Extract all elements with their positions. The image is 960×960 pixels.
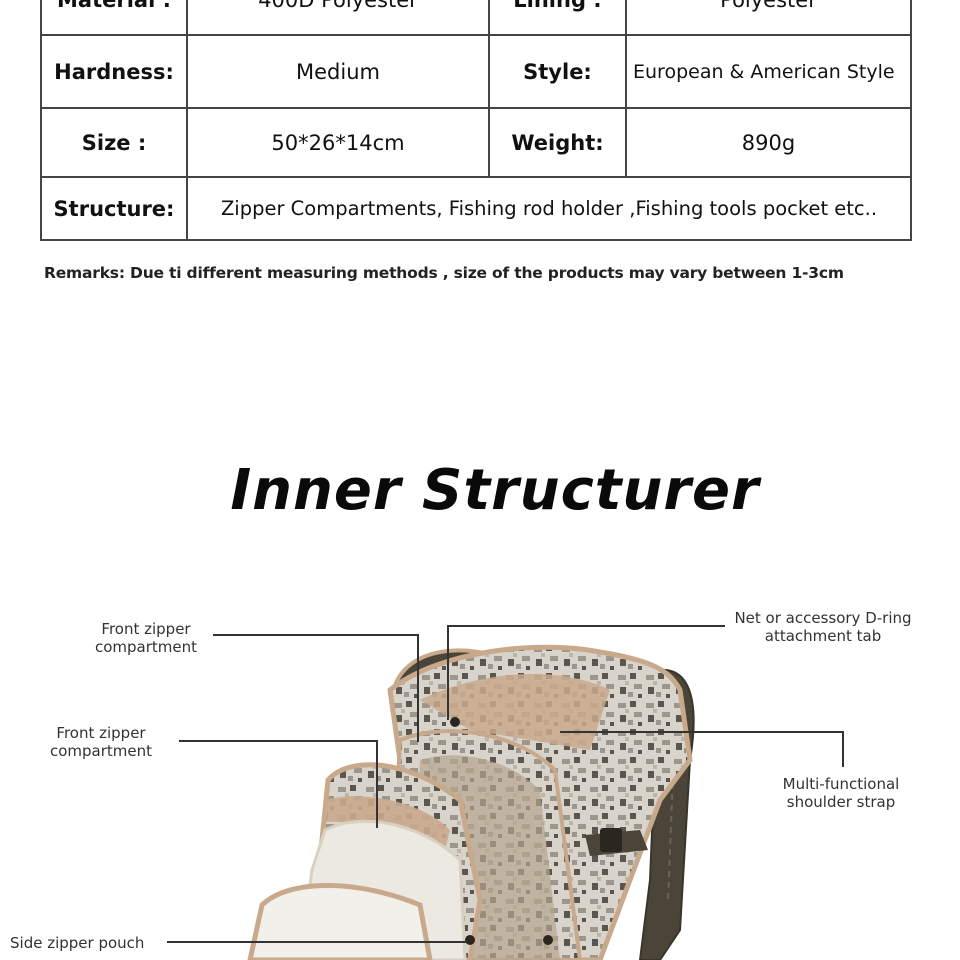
lining-label: Lining : (488, 0, 627, 36)
leader-line (447, 625, 449, 720)
structure-label: Structure: (40, 176, 188, 241)
size-label: Size : (40, 107, 188, 178)
table-row: Structure: Zipper Compartments, Fishing … (40, 176, 912, 241)
leader-line (842, 731, 844, 767)
weight-label: Weight: (488, 107, 627, 178)
leader-line (376, 740, 378, 828)
remarks-note: Remarks: Due ti different measuring meth… (44, 264, 844, 282)
table-row: Size : 50*26*14cm Weight: 890g (40, 107, 912, 178)
style-label: Style: (488, 34, 627, 109)
material-value: 400D Polyester (186, 0, 490, 36)
lining-value: Polyester (625, 0, 912, 36)
material-label: Material : (40, 0, 188, 36)
style-value: European & American Style (625, 34, 912, 109)
weight-value: 890g (625, 107, 912, 178)
table-row: Material : 400D Polyester Lining : Polye… (40, 0, 912, 36)
leader-line (447, 625, 725, 627)
size-value: 50*26*14cm (186, 107, 490, 178)
hardness-label: Hardness: (40, 34, 188, 109)
leader-line (167, 941, 467, 943)
hardness-value: Medium (186, 34, 490, 109)
structure-value: Zipper Compartments, Fishing rod holder … (186, 176, 912, 241)
callout-net-d-ring-tab: Net or accessory D-ring attachment tab (734, 609, 912, 645)
spec-table: Material : 400D Polyester Lining : Polye… (40, 0, 912, 241)
leader-line (179, 740, 377, 742)
callout-front-zipper-compartment: Front zipper compartment (94, 620, 198, 656)
callout-front-zipper-compartment-2: Front zipper compartment (49, 724, 153, 760)
leader-line (560, 731, 844, 733)
table-row: Hardness: Medium Style: European & Ameri… (40, 34, 912, 109)
callout-shoulder-strap: Multi-functional shoulder strap (782, 775, 900, 811)
section-title: Inner Structurer (230, 458, 760, 523)
callout-side-zipper-pouch: Side zipper pouch (10, 934, 145, 952)
leader-line (213, 634, 418, 636)
leader-line (417, 634, 419, 742)
